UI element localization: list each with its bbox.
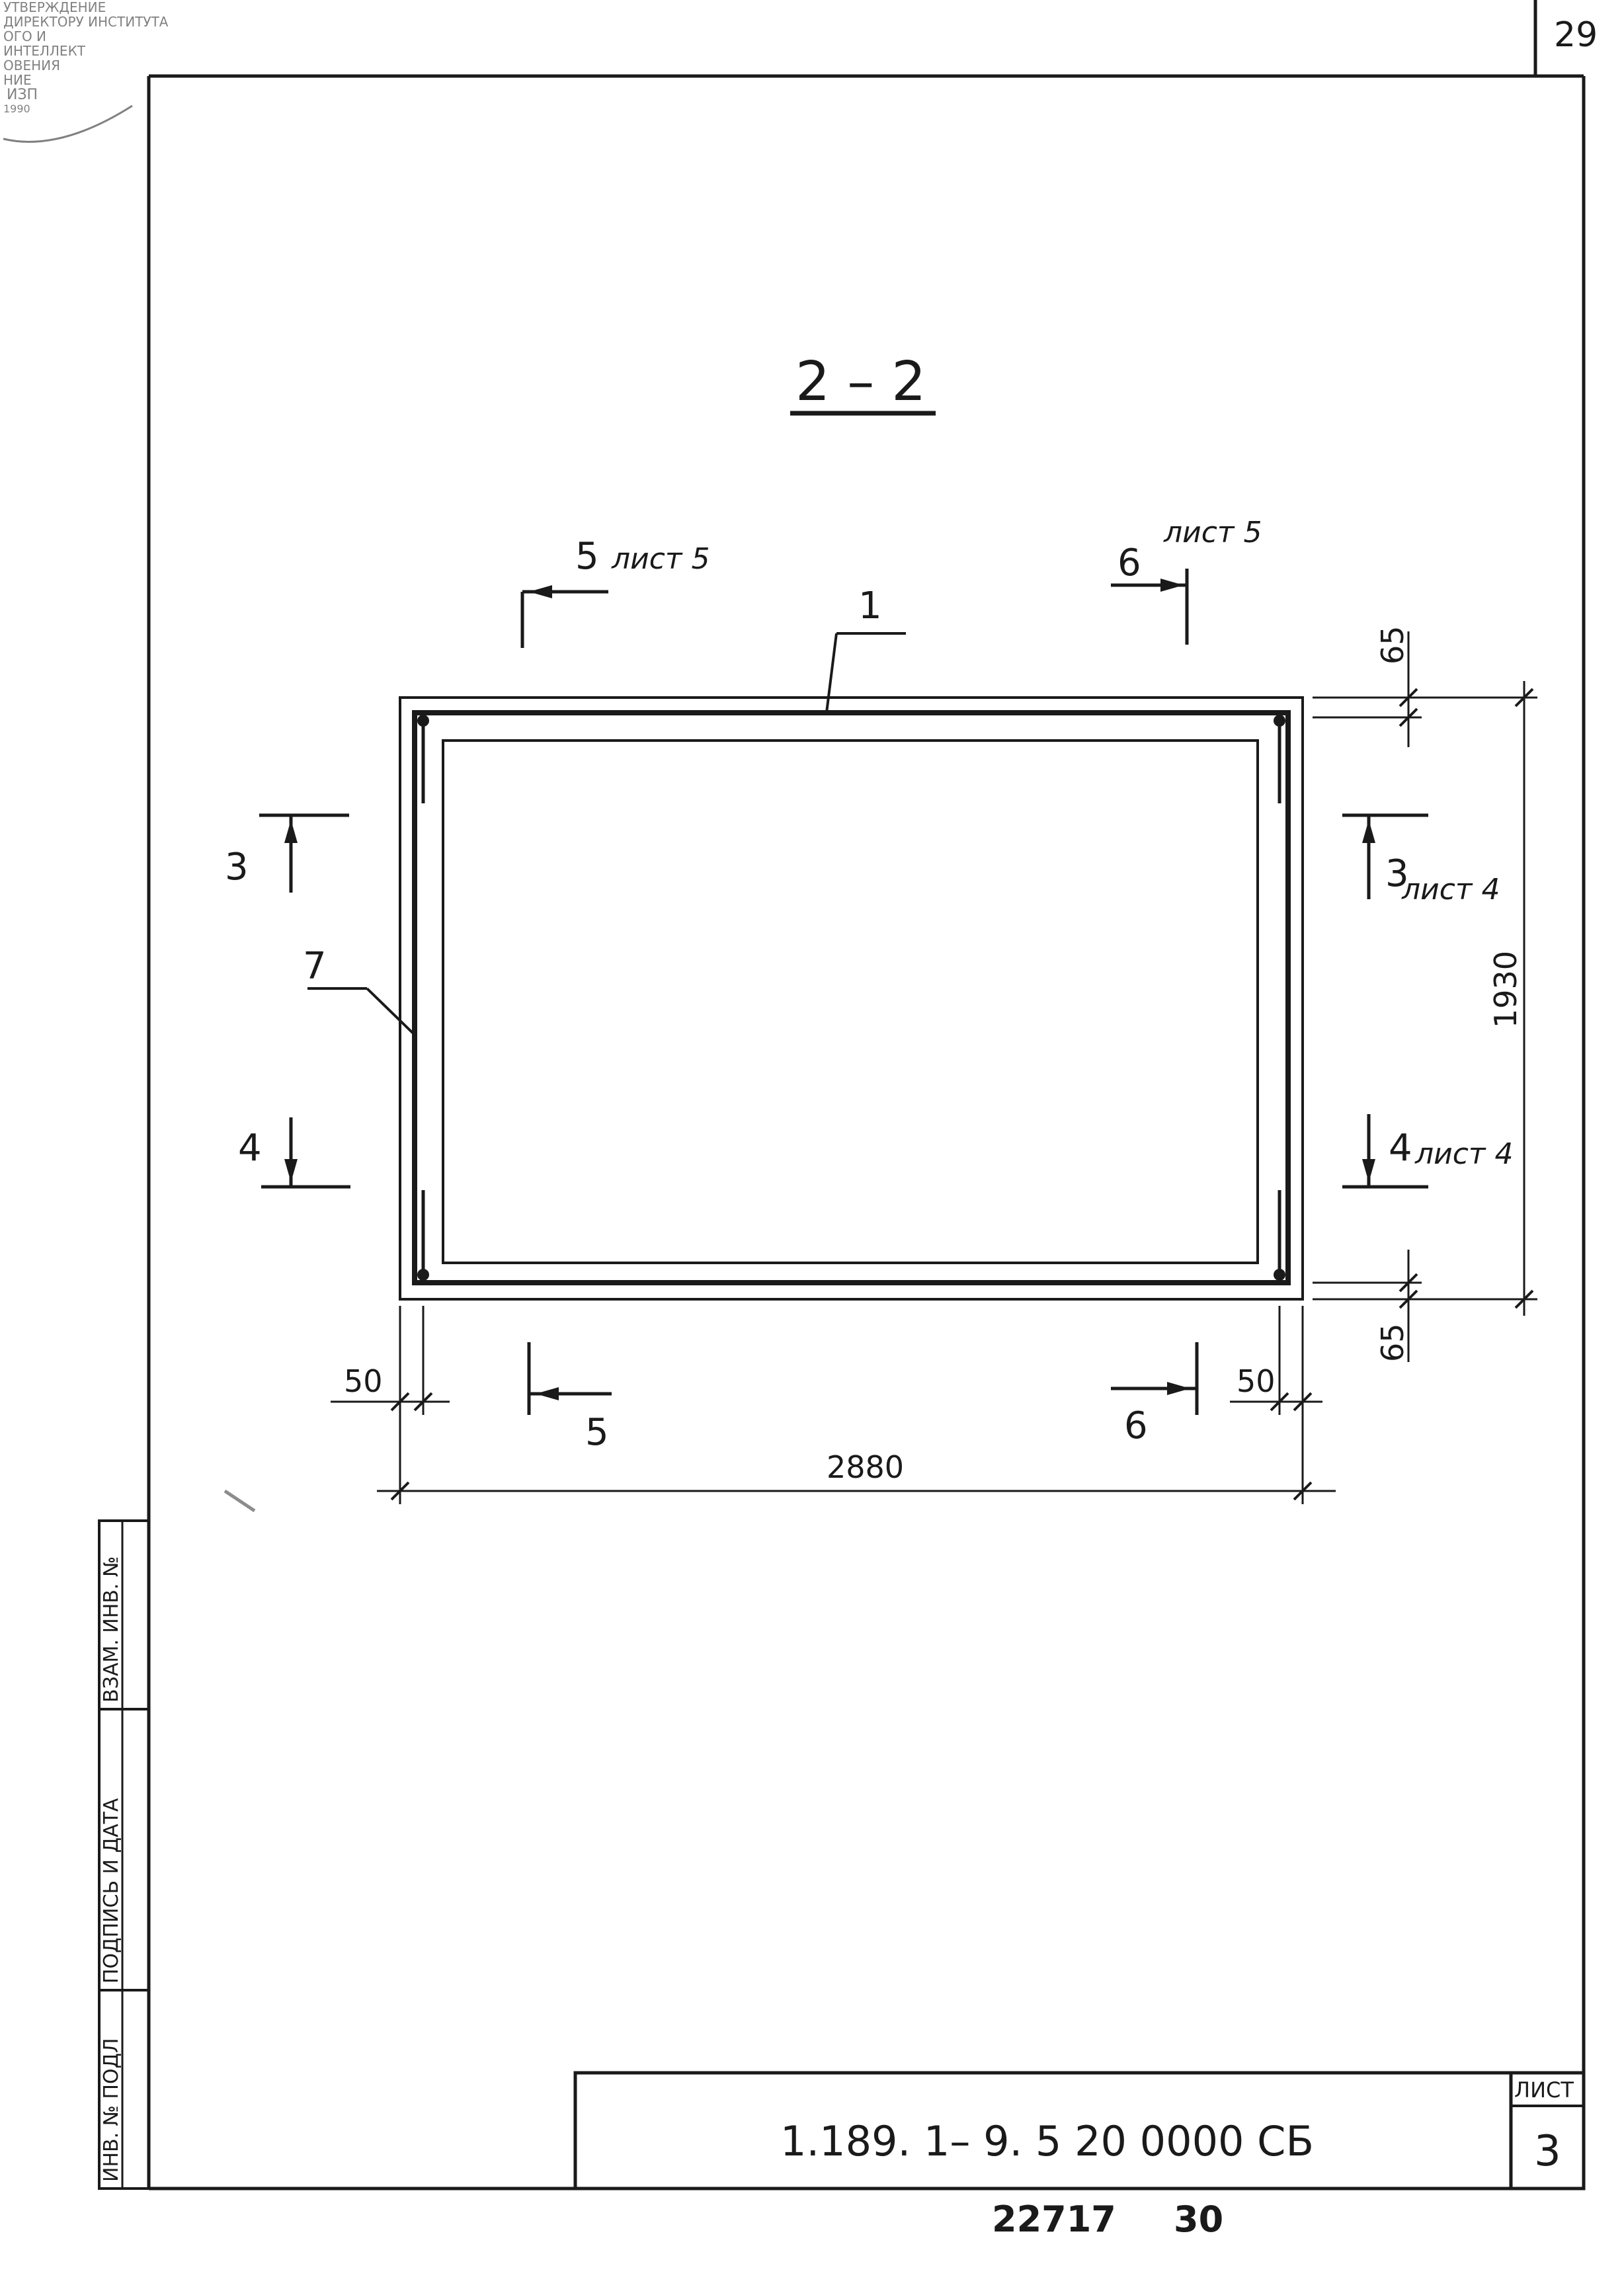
svg-text:4: 4 [238,1127,262,1170]
svg-text:65: 65 [1375,625,1410,664]
position-1-callout: 1 [825,584,906,713]
svg-text:лист 5: лист 5 [611,542,710,576]
svg-text:6: 6 [1117,542,1141,584]
section-cut-5-top: 5 лист 5 [520,535,710,648]
svg-text:5: 5 [575,535,599,578]
order-number: 22717 [992,2198,1116,2240]
position-7-callout: 7 [303,945,416,1036]
section-cut-4-right: 4 лист 4 [1342,1114,1514,1189]
svg-text:3: 3 [225,846,249,889]
scan-mark [223,1489,256,1513]
stamp-line: ДИРЕКТОРУ ИНСТИТУТА [3,14,169,30]
svg-text:лист 5: лист 5 [1163,516,1262,549]
dimension-right: 65 65 1930 [1313,625,1537,1362]
section-cut-5-bottom: 5 [527,1342,612,1454]
sheet-frame [147,0,1586,2191]
svg-text:1930: 1930 [1488,951,1523,1028]
section-cut-6-top: 6 лист 5 [1111,516,1262,645]
svg-text:6: 6 [1124,1404,1148,1447]
svg-text:2 – 2: 2 – 2 [795,350,926,413]
svg-text:7: 7 [303,945,327,988]
section-cut-6-bottom: 6 [1111,1342,1199,1447]
approval-stamp: УТВЕРЖДЕНИЕ ДИРЕКТОРУ ИНСТИТУТА ОГО И ИН… [3,0,169,143]
svg-text:65: 65 [1375,1323,1410,1362]
section-cut-3-left: 3 [225,813,349,893]
stamp-line: ИЗП [7,87,38,103]
section-cut-4-left: 4 [238,1117,350,1189]
section-cut-3-right: 3 лист 4 [1342,813,1500,906]
svg-text:3: 3 [1385,852,1409,895]
svg-text:лист 4: лист 4 [1414,1137,1514,1171]
svg-text:2880: 2880 [827,1449,904,1485]
copy-number: 30 [1174,2198,1223,2240]
dimension-bottom: 50 50 2880 [331,1306,1336,1504]
side-approval-columns: ИНВ. № ПОДЛ ПОДПИСЬ И ДАТА ВЗАМ. ИНВ. № [98,1519,150,2190]
sheet-number: 3 [1534,2127,1561,2176]
stamp-line: НИЕ [3,72,32,88]
stamp-line: УТВЕРЖДЕНИЕ [3,0,106,15]
slab-plan [399,696,1304,1301]
svg-text:50: 50 [344,1363,383,1399]
title-block: 1.189. 1– 9. 5 20 0000 СБ ЛИСТ 3 [573,2071,1586,2191]
svg-text:1: 1 [858,584,882,627]
svg-text:лист 4: лист 4 [1401,873,1500,906]
svg-text:ВЗАМ. ИНВ. №: ВЗАМ. ИНВ. № [100,1556,123,1703]
page-number: 29 [1554,15,1598,55]
section-title: 2 – 2 [790,350,936,416]
svg-text:50: 50 [1237,1363,1276,1399]
stamp-line: ОВЕНИЯ [3,58,60,73]
svg-text:4: 4 [1389,1127,1412,1170]
sheet-label: ЛИСТ [1514,2077,1574,2103]
stamp-line: ИНТЕЛЛЕКТ [3,43,86,59]
svg-text:5: 5 [585,1411,609,1454]
svg-text:ИНВ. № ПОДЛ: ИНВ. № ПОДЛ [100,2038,123,2182]
stamp-line: ОГО И [3,28,46,44]
svg-text:ПОДПИСЬ И ДАТА: ПОДПИСЬ И ДАТА [100,1798,123,1984]
document-code: 1.189. 1– 9. 5 20 0000 СБ [780,2117,1314,2165]
stamp-line: 1990 [3,102,30,115]
